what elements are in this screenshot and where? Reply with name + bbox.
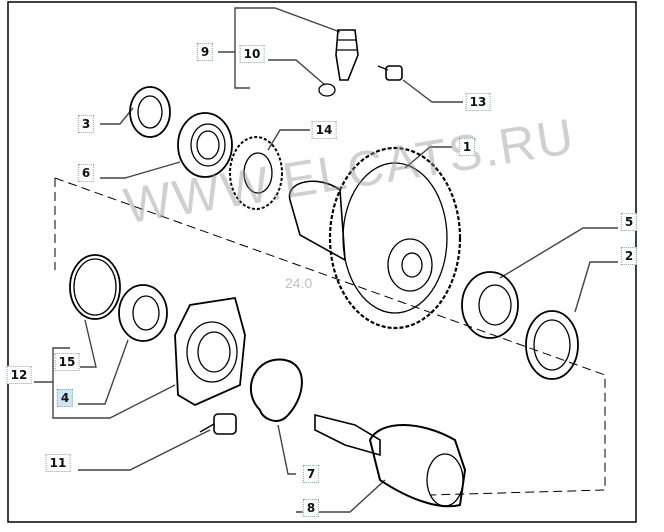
callout-label-10[interactable]: 10: [239, 45, 265, 63]
callout-label-12[interactable]: 12: [6, 366, 32, 384]
part-cv-joint-8: [314, 413, 467, 508]
callout-label-6[interactable]: 6: [77, 164, 95, 182]
callout-label-9[interactable]: 9: [196, 43, 214, 61]
part-differential-1: [288, 146, 462, 330]
part-bolt-13: [377, 65, 403, 81]
callout-label-5[interactable]: 5: [620, 213, 638, 231]
part-seal-2: [525, 310, 579, 380]
part-washer-10: [318, 83, 336, 97]
callout-label-2[interactable]: 2: [620, 247, 638, 265]
callout-label-3[interactable]: 3: [77, 115, 95, 133]
callout-label-8[interactable]: 8: [302, 499, 320, 517]
part-ring-15: [69, 254, 121, 320]
callout-label-1[interactable]: 1: [458, 138, 476, 156]
part-circlip-7: [249, 358, 303, 422]
part-bearing-5: [461, 271, 519, 339]
watermark-date: 24.0: [285, 275, 313, 291]
part-housing: [174, 296, 246, 407]
part-bolt-11: [199, 413, 237, 435]
callout-label-15[interactable]: 15: [54, 353, 80, 371]
callout-label-4[interactable]: 4: [56, 389, 74, 407]
assembly-dashed-lines: [54, 177, 606, 496]
part-bearing-4: [118, 284, 168, 342]
part-gear-14: [229, 136, 283, 210]
part-bleeder-9: [335, 29, 359, 81]
callout-label-7[interactable]: 7: [302, 465, 320, 483]
part-seal-3: [129, 86, 171, 138]
part-bearing-6: [177, 112, 233, 178]
frame-border: [7, 1, 637, 523]
callout-label-13[interactable]: 13: [465, 93, 491, 111]
leader-lines: [34, 7, 618, 513]
callout-label-11[interactable]: 11: [45, 454, 71, 472]
callout-label-14[interactable]: 14: [311, 121, 337, 139]
